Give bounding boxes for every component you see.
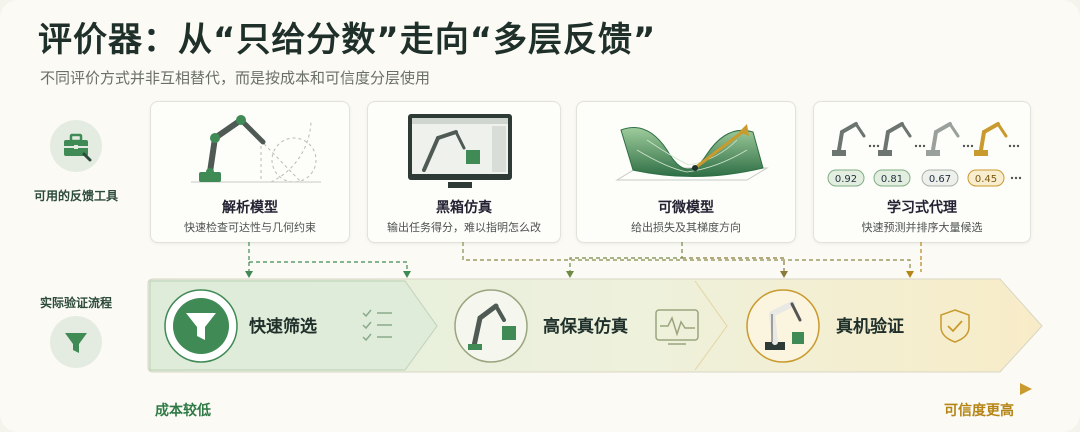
- robot-arm-icon: [151, 110, 349, 192]
- card-differentiable: 可微模型 给出损失及其梯度方向: [576, 101, 796, 243]
- card-desc: 快速检查可达性与几何约束: [184, 221, 316, 234]
- axis-low-cost-label: 成本较低: [155, 403, 211, 419]
- funnel-icon: [50, 316, 102, 368]
- robot-arm-icon: [454, 289, 528, 363]
- shield-check-icon: [940, 309, 970, 343]
- toolbox-icon: [50, 120, 102, 172]
- stage-real-robot-title: 真机验证: [836, 317, 904, 337]
- card-learned-surrogate: 0.92 0.81 0.67 0.45 学习式代理 快速预测并排序大量候选: [813, 101, 1031, 243]
- waveform-monitor-icon: [655, 309, 699, 345]
- monitor-icon: [368, 110, 560, 192]
- score-badge: 0.45: [975, 174, 997, 185]
- stage-fast-screen-title: 快速筛选: [249, 317, 317, 337]
- loss-surface-icon: [577, 110, 795, 192]
- card-title: 解析模型: [222, 200, 278, 216]
- page-title: 评价器：从“只给分数”走向“多层反馈”: [38, 20, 657, 60]
- axis-arrowhead: [1020, 383, 1032, 395]
- card-desc: 给出损失及其梯度方向: [631, 221, 741, 234]
- flow-row-label: 实际验证流程: [39, 296, 112, 310]
- card-desc: 快速预测并排序大量候选: [861, 221, 983, 234]
- card-title: 学习式代理: [887, 200, 957, 216]
- card-title: 可微模型: [658, 200, 714, 216]
- tools-row-label: 可用的反馈工具: [33, 189, 118, 203]
- robot-arm-icon: [746, 289, 820, 363]
- page-subtitle: 不同评价方式并非互相替代，而是按成本和可信度分层使用: [40, 69, 431, 87]
- checklist-icon: [362, 309, 392, 342]
- axis-high-trust-label: 可信度更高: [944, 403, 1014, 419]
- card-title: 黑箱仿真: [436, 200, 492, 216]
- connectors: [248, 242, 922, 272]
- connector-arrows: [245, 271, 914, 278]
- card-desc: 输出任务得分，难以指明怎么改: [387, 221, 541, 234]
- score-badge: 0.81: [881, 174, 903, 185]
- score-badge: 0.92: [835, 174, 857, 185]
- stage-hifi-sim-title: 高保真仿真: [543, 317, 628, 337]
- score-badge: 0.67: [929, 174, 951, 185]
- card-analytic-model: 解析模型 快速检查可达性与几何约束: [150, 101, 350, 243]
- surrogate-illustration: 0.92 0.81 0.67 0.45: [814, 110, 1030, 192]
- robot-arm-icon: [832, 122, 866, 156]
- card-blackbox-sim: 黑箱仿真 输出任务得分，难以指明怎么改: [367, 101, 561, 243]
